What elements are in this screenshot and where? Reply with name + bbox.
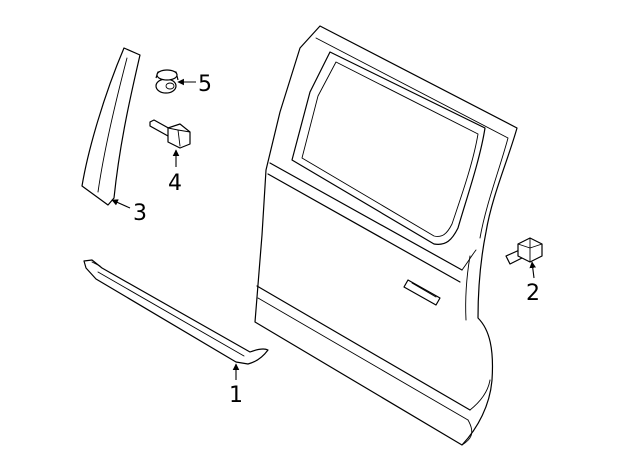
part-1-moulding [83, 259, 269, 365]
part-3-applique [81, 47, 141, 206]
part-2-bolt [505, 237, 543, 265]
callout-5: 5 [198, 72, 212, 97]
callout-3: 3 [133, 201, 147, 226]
callout-2: 2 [526, 281, 540, 306]
door-shell [254, 25, 518, 446]
part-5-clip [155, 69, 179, 94]
callout-1: 1 [229, 383, 243, 408]
leader-2 [529, 261, 537, 279]
callout-4: 4 [168, 171, 182, 196]
part-4-bolt [149, 119, 191, 149]
leader-3 [111, 199, 131, 209]
